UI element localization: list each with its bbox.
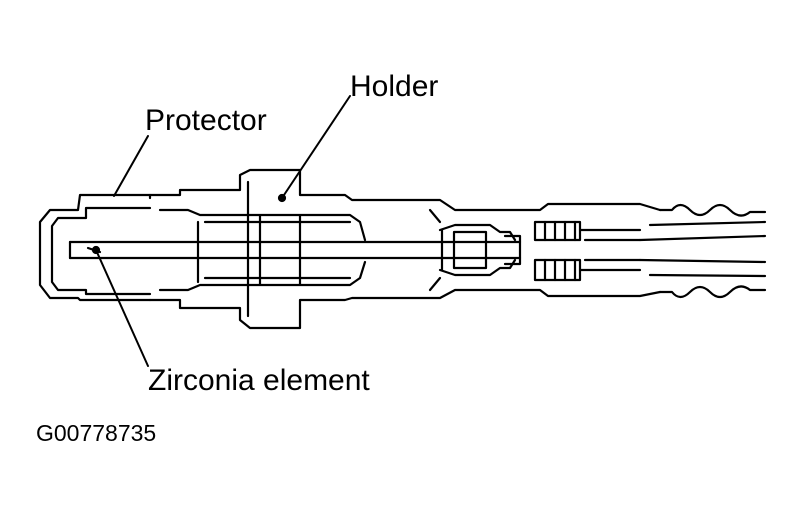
protector-label: Protector bbox=[145, 104, 267, 137]
protector-leader bbox=[114, 136, 148, 196]
terminal-coils bbox=[535, 222, 640, 280]
inner-contacts bbox=[430, 210, 520, 290]
holder-label: Holder bbox=[350, 70, 439, 103]
leader-lines bbox=[96, 96, 350, 366]
zirconia-leader bbox=[96, 250, 148, 366]
protector-cap bbox=[40, 195, 150, 300]
zirconia-element-label: Zirconia element bbox=[148, 364, 370, 397]
cable-sleeve bbox=[640, 205, 765, 297]
zirconia-element bbox=[70, 242, 520, 258]
zirconia-leader-dot bbox=[91, 245, 101, 255]
holder-leader bbox=[282, 96, 350, 198]
holder-body bbox=[150, 170, 660, 328]
figure-id: G00778735 bbox=[36, 420, 157, 446]
holder-leader-dot bbox=[277, 193, 287, 203]
